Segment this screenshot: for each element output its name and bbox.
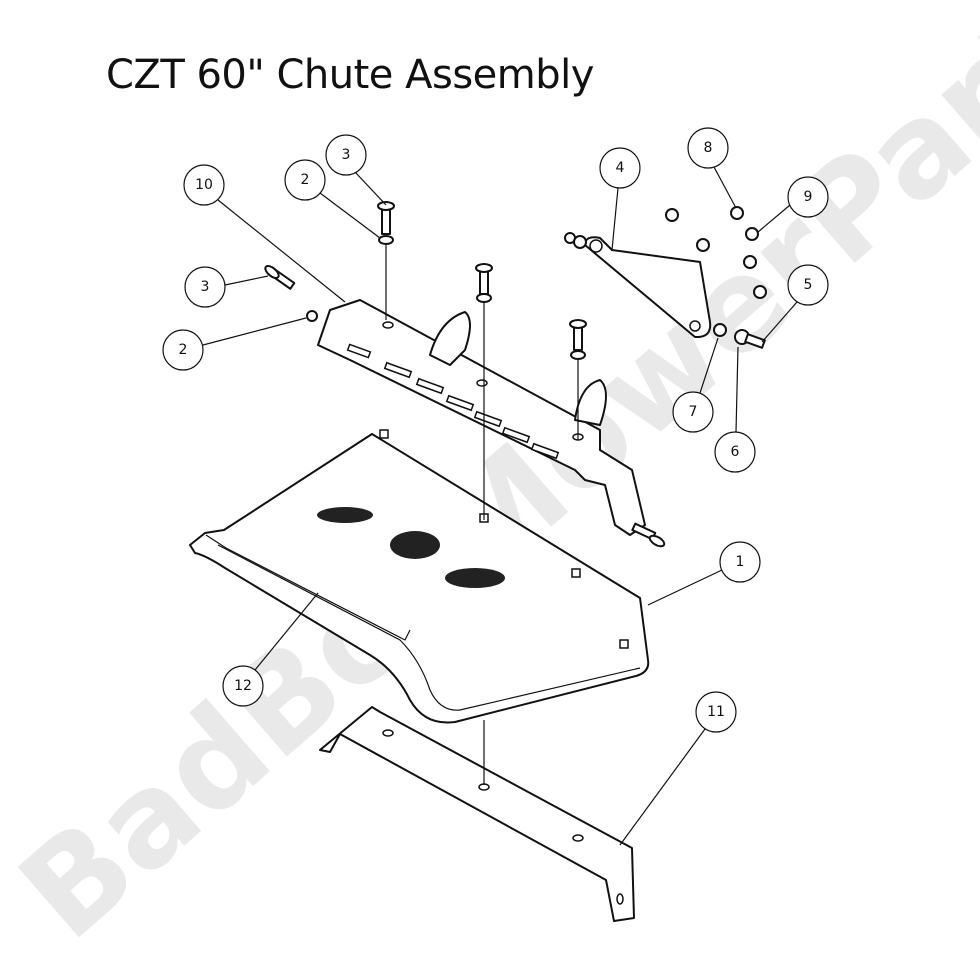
svg-text:4: 4: [616, 160, 625, 176]
svg-text:3: 3: [342, 147, 351, 163]
callout-12: 12: [222, 592, 319, 707]
callout-9: 9: [757, 176, 829, 233]
part-flap-strap: [319, 706, 635, 922]
bad-boy-logo: [317, 507, 505, 588]
part-pivot-bracket: [564, 206, 767, 349]
callout-8: 8: [687, 127, 737, 209]
callout-7: 7: [672, 337, 719, 433]
svg-text:6: 6: [731, 444, 740, 460]
svg-text:8: 8: [704, 140, 713, 156]
callout-1: 1: [647, 541, 761, 606]
svg-text:11: 11: [707, 704, 725, 720]
callout-11: 11: [619, 691, 737, 846]
callout-5: 5: [761, 264, 829, 343]
callout-3-left: 3: [184, 266, 269, 308]
svg-text:10: 10: [195, 177, 213, 193]
callout-10: 10: [183, 164, 346, 303]
svg-text:2: 2: [301, 172, 310, 188]
svg-text:9: 9: [804, 189, 813, 205]
callout-2-left: 2: [162, 317, 307, 371]
svg-text:3: 3: [201, 279, 210, 295]
svg-text:7: 7: [689, 404, 698, 420]
svg-text:1: 1: [736, 554, 745, 570]
hardware: [264, 201, 666, 785]
slots: [346, 343, 560, 460]
callout-6: 6: [714, 346, 756, 473]
part-discharge-chute: [189, 429, 650, 724]
callout-4: 4: [599, 147, 641, 251]
callout-2-top: 2: [284, 159, 381, 239]
page-title: CZT 60" Chute Assembly: [106, 52, 594, 98]
svg-text:5: 5: [804, 277, 813, 293]
svg-text:2: 2: [179, 342, 188, 358]
callout-3-top: 3: [325, 134, 387, 206]
svg-text:12: 12: [234, 678, 252, 694]
